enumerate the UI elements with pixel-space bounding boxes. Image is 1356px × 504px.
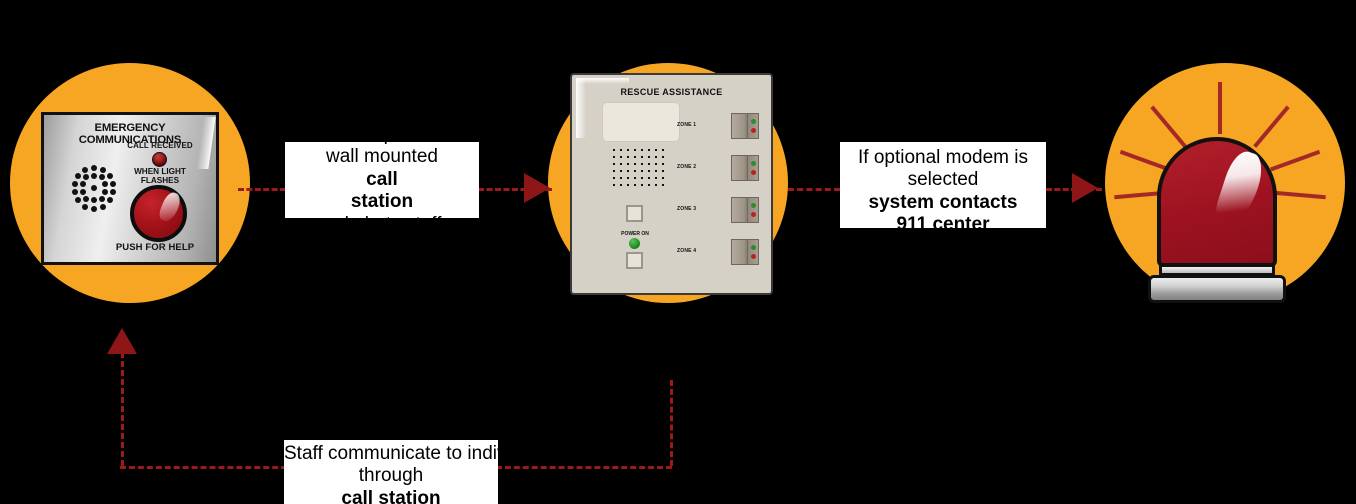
zone-label: ZONE 4: [677, 248, 697, 254]
arrowhead-to-call-station: [107, 328, 137, 354]
zone-row[interactable]: ZONE 3: [677, 197, 759, 223]
when-light-line1: WHEN LIGHT: [134, 167, 186, 176]
zone-label: ZONE 2: [677, 164, 697, 170]
lcd-display-icon: [602, 102, 680, 142]
return-path-down-from-panel: [670, 380, 673, 466]
zone-led-red: [751, 212, 756, 217]
connector-panel-to-step2: [788, 188, 840, 191]
indicator-led-icon: [152, 152, 167, 167]
rotating-beacon-siren-icon: [1113, 75, 1326, 303]
call-station-title: EMERGENCY COMMUNICATIONS: [78, 122, 182, 146]
rescue-panel-title: RESCUE ASSISTANCE: [620, 87, 723, 97]
zone-toggle-switch-icon[interactable]: [731, 239, 759, 265]
arrowhead-to-rescue-panel: [524, 173, 550, 203]
when-light-flashes-label: WHEN LIGHT FLASHES: [114, 167, 206, 186]
zone-label: ZONE 3: [677, 206, 697, 212]
siren-ray: [1149, 105, 1187, 148]
step3-line2: through call station.: [341, 465, 441, 504]
speaker-grille-icon: [613, 149, 664, 186]
call-station-device: EMERGENCY COMMUNICATIONS CALL RECEIVED W…: [41, 112, 219, 265]
zone-led-green: [751, 119, 756, 124]
siren-ray: [1252, 105, 1290, 148]
rescue-assistance-panel: RESCUE ASSISTANCE POWER ON ZONE 1 ZON: [570, 73, 773, 295]
siren-ray: [1119, 149, 1170, 171]
emergency-push-button-icon[interactable]: [130, 185, 187, 242]
zone-led-green: [751, 203, 756, 208]
siren-collar: [1159, 264, 1275, 276]
zone-led-green: [751, 161, 756, 166]
zone-toggle-switch-icon[interactable]: [731, 155, 759, 181]
step1-line2: wall mounted call: [326, 146, 438, 190]
zone-led-red: [751, 254, 756, 259]
panel-button-lower[interactable]: [626, 252, 643, 269]
zone-label: ZONE 1: [677, 122, 697, 128]
siren-dome: [1157, 137, 1277, 267]
step2-line3: 911 center if staff do not: [888, 214, 998, 258]
when-light-line2: FLASHES: [140, 176, 180, 186]
step1-line3: station and alerts staff.: [317, 191, 447, 235]
zone-row[interactable]: ZONE 1: [677, 113, 759, 139]
push-for-help-label: PUSH FOR HELP: [115, 242, 195, 253]
call-received-label: CALL RECEIVED: [127, 141, 193, 150]
siren-dome-glare: [1212, 147, 1268, 229]
green-power-led-icon: [629, 238, 640, 249]
zone-led-green: [751, 245, 756, 250]
zone-led-red: [751, 128, 756, 133]
zone-led-red: [751, 170, 756, 175]
zone-row[interactable]: ZONE 2: [677, 155, 759, 181]
callout-step3: Staff communicate to individual through …: [284, 440, 547, 504]
step2-line2: selected system contacts: [868, 169, 1018, 213]
connector-callstation-to-step1: [238, 188, 286, 191]
panel-glare-top: [577, 78, 629, 84]
step2-line1: If optional modem is: [857, 147, 1029, 168]
callout-step1: Individual presses a wall mounted call s…: [285, 124, 479, 235]
speaker-grille-icon: [72, 165, 116, 212]
arrowhead-to-siren: [1072, 173, 1098, 203]
connector-step1-to-panel: [478, 188, 552, 191]
return-path-up-to-callstation: [121, 352, 124, 466]
siren-ray: [1217, 81, 1222, 134]
zone-toggle-switch-icon[interactable]: [731, 197, 759, 223]
power-on-label: POWER ON: [621, 231, 649, 237]
step3-line1: Staff communicate to individual: [284, 443, 547, 464]
callout-step2: If optional modem is selected system con…: [840, 142, 1046, 280]
panel-glare: [576, 78, 586, 138]
panel-button-upper[interactable]: [626, 205, 643, 222]
zone-toggle-switch-icon[interactable]: [731, 113, 759, 139]
siren-base: [1148, 275, 1286, 303]
siren-ray: [1269, 149, 1320, 171]
zone-row[interactable]: ZONE 4: [677, 239, 759, 265]
step1-line1: Individual presses a: [298, 123, 466, 145]
step2-line4: answer call.: [892, 259, 994, 281]
